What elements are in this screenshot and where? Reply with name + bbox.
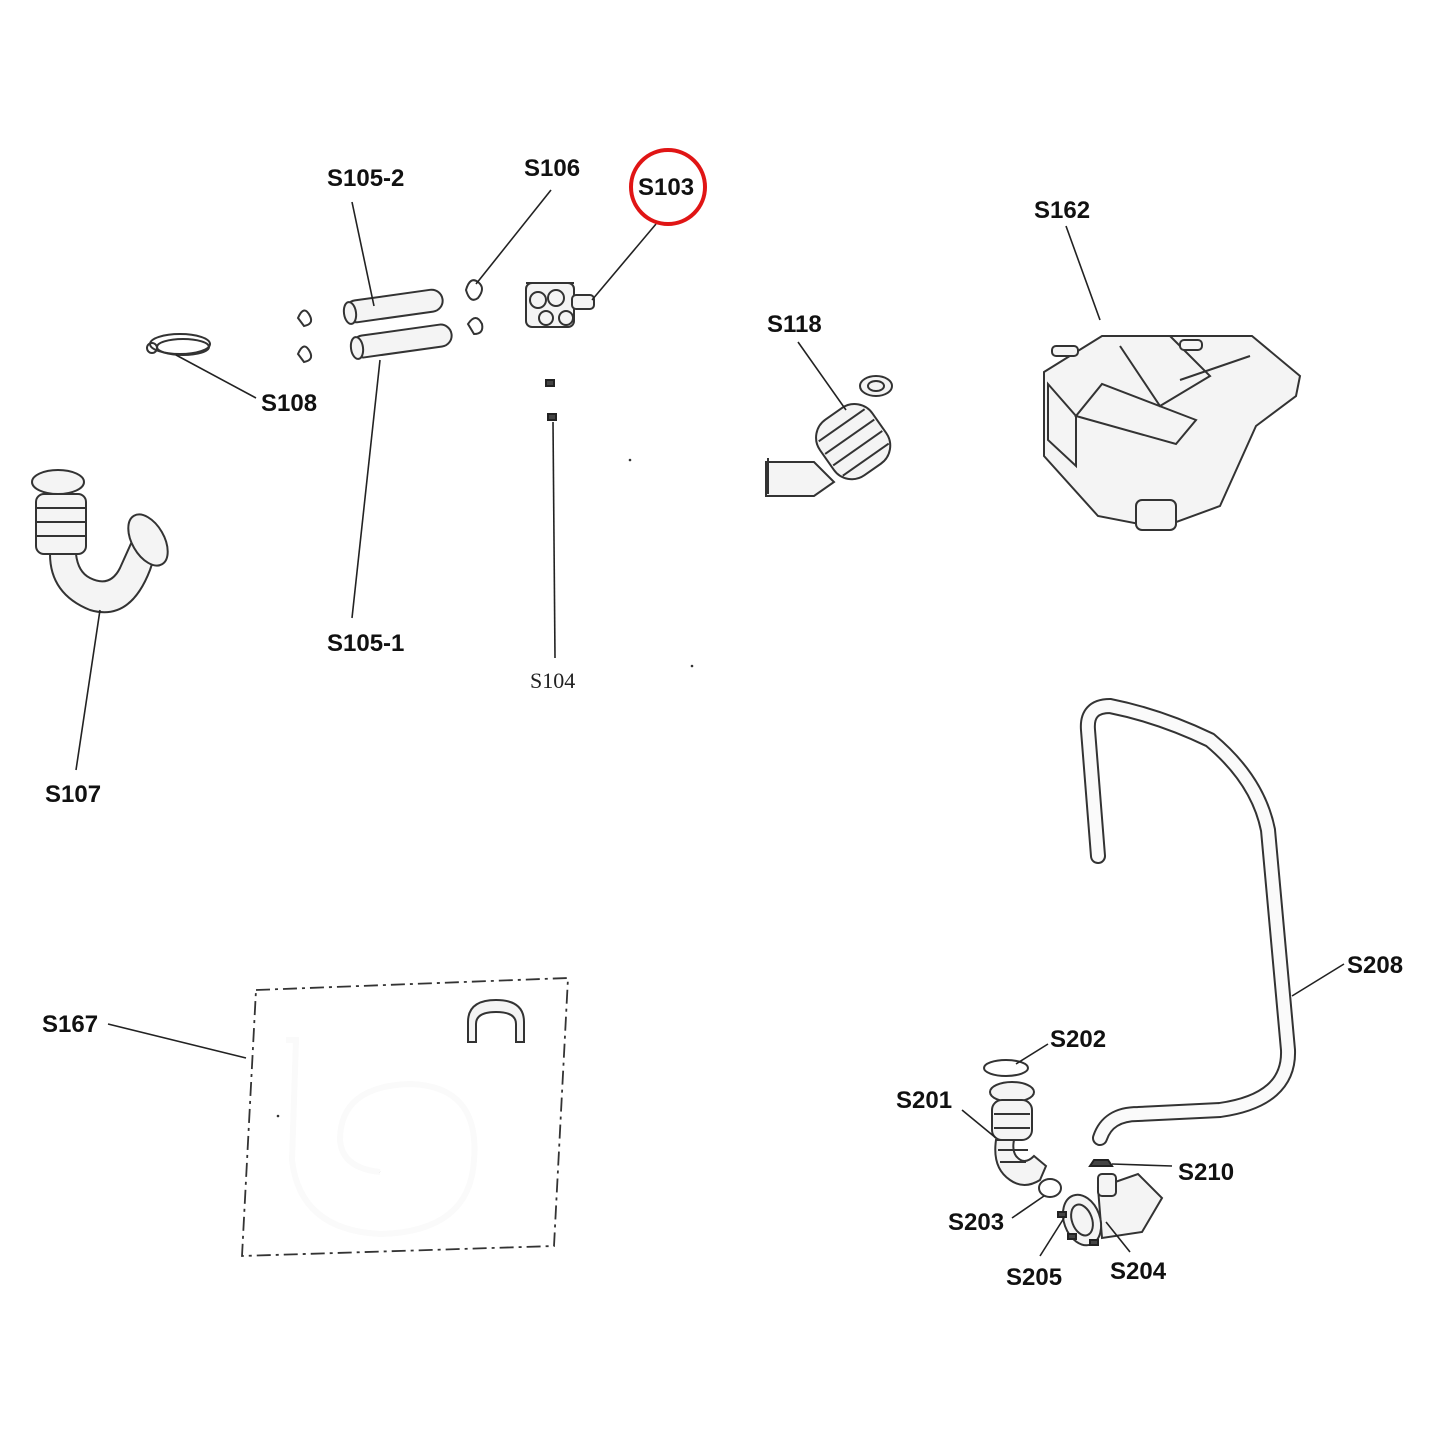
s106-label: S106 — [524, 155, 580, 182]
s204-label: S204 — [1110, 1258, 1167, 1285]
s104-label: S104 — [530, 668, 575, 693]
s108-label: S108 — [261, 390, 317, 417]
s204-leader — [1105, 1221, 1131, 1253]
s162-leader — [1065, 225, 1101, 321]
s103-label: S103 — [638, 174, 694, 201]
s104-screws[interactable] — [545, 379, 557, 421]
s106-leader — [475, 189, 552, 285]
s203-clamp[interactable] — [1038, 1178, 1062, 1198]
s105-2-hose-tube[interactable] — [342, 288, 445, 325]
s118-bellows-hose[interactable] — [765, 375, 899, 497]
s203-leader — [1011, 1195, 1045, 1219]
s105-2-leader — [351, 201, 375, 307]
s162-detergent-dispenser[interactable] — [1043, 335, 1302, 531]
s202-label: S202 — [1050, 1026, 1106, 1053]
s210-clip[interactable] — [1088, 1159, 1114, 1167]
s118-label: S118 — [767, 311, 822, 338]
s167-leader — [107, 1023, 247, 1059]
s162-label: S162 — [1034, 197, 1090, 224]
s104-leader — [552, 421, 556, 659]
s103-water-inlet-valve[interactable] — [525, 282, 595, 328]
s208-drain-hose[interactable] — [1079, 697, 1297, 1146]
s205-screws[interactable] — [1057, 1211, 1099, 1246]
s107-leader — [75, 609, 101, 771]
s201-label: S201 — [896, 1087, 952, 1114]
s202-clamp[interactable] — [983, 1059, 1029, 1077]
s208-label: S208 — [1347, 952, 1403, 979]
s106-hose-clamp[interactable] — [464, 279, 483, 301]
s108-spring-clamp[interactable] — [146, 333, 211, 356]
s105-2-label: S105-2 — [327, 165, 404, 192]
s105-1-leader — [351, 359, 381, 619]
s105-small-clamps[interactable] — [296, 309, 484, 364]
s203-label: S203 — [948, 1209, 1004, 1236]
s201-leader — [961, 1109, 997, 1139]
s103-highlight-circle — [629, 148, 707, 226]
s201-bellows-hose[interactable] — [989, 1081, 1048, 1186]
s103-leader — [591, 223, 657, 301]
s105-1-label: S105-1 — [327, 630, 404, 657]
s210-leader — [1111, 1163, 1173, 1167]
s205-label: S205 — [1006, 1264, 1062, 1291]
s107-label: S107 — [45, 781, 101, 808]
s202-leader — [1015, 1043, 1049, 1065]
s167-kit-outline — [241, 977, 569, 1257]
s108-leader — [175, 354, 257, 399]
s107-drain-bellows-hose[interactable] — [31, 469, 176, 614]
s210-label: S210 — [1178, 1159, 1234, 1186]
s167-label: S167 — [42, 1011, 98, 1038]
s105-1-hose-tube[interactable] — [349, 323, 454, 360]
s118-leader — [797, 341, 847, 411]
s167-drain-hose-kit[interactable] — [241, 977, 569, 1257]
s204-drain-pump[interactable] — [1056, 1172, 1164, 1251]
s208-leader — [1291, 963, 1345, 997]
s205-leader — [1039, 1217, 1065, 1257]
stray-dots — [276, 458, 694, 1118]
